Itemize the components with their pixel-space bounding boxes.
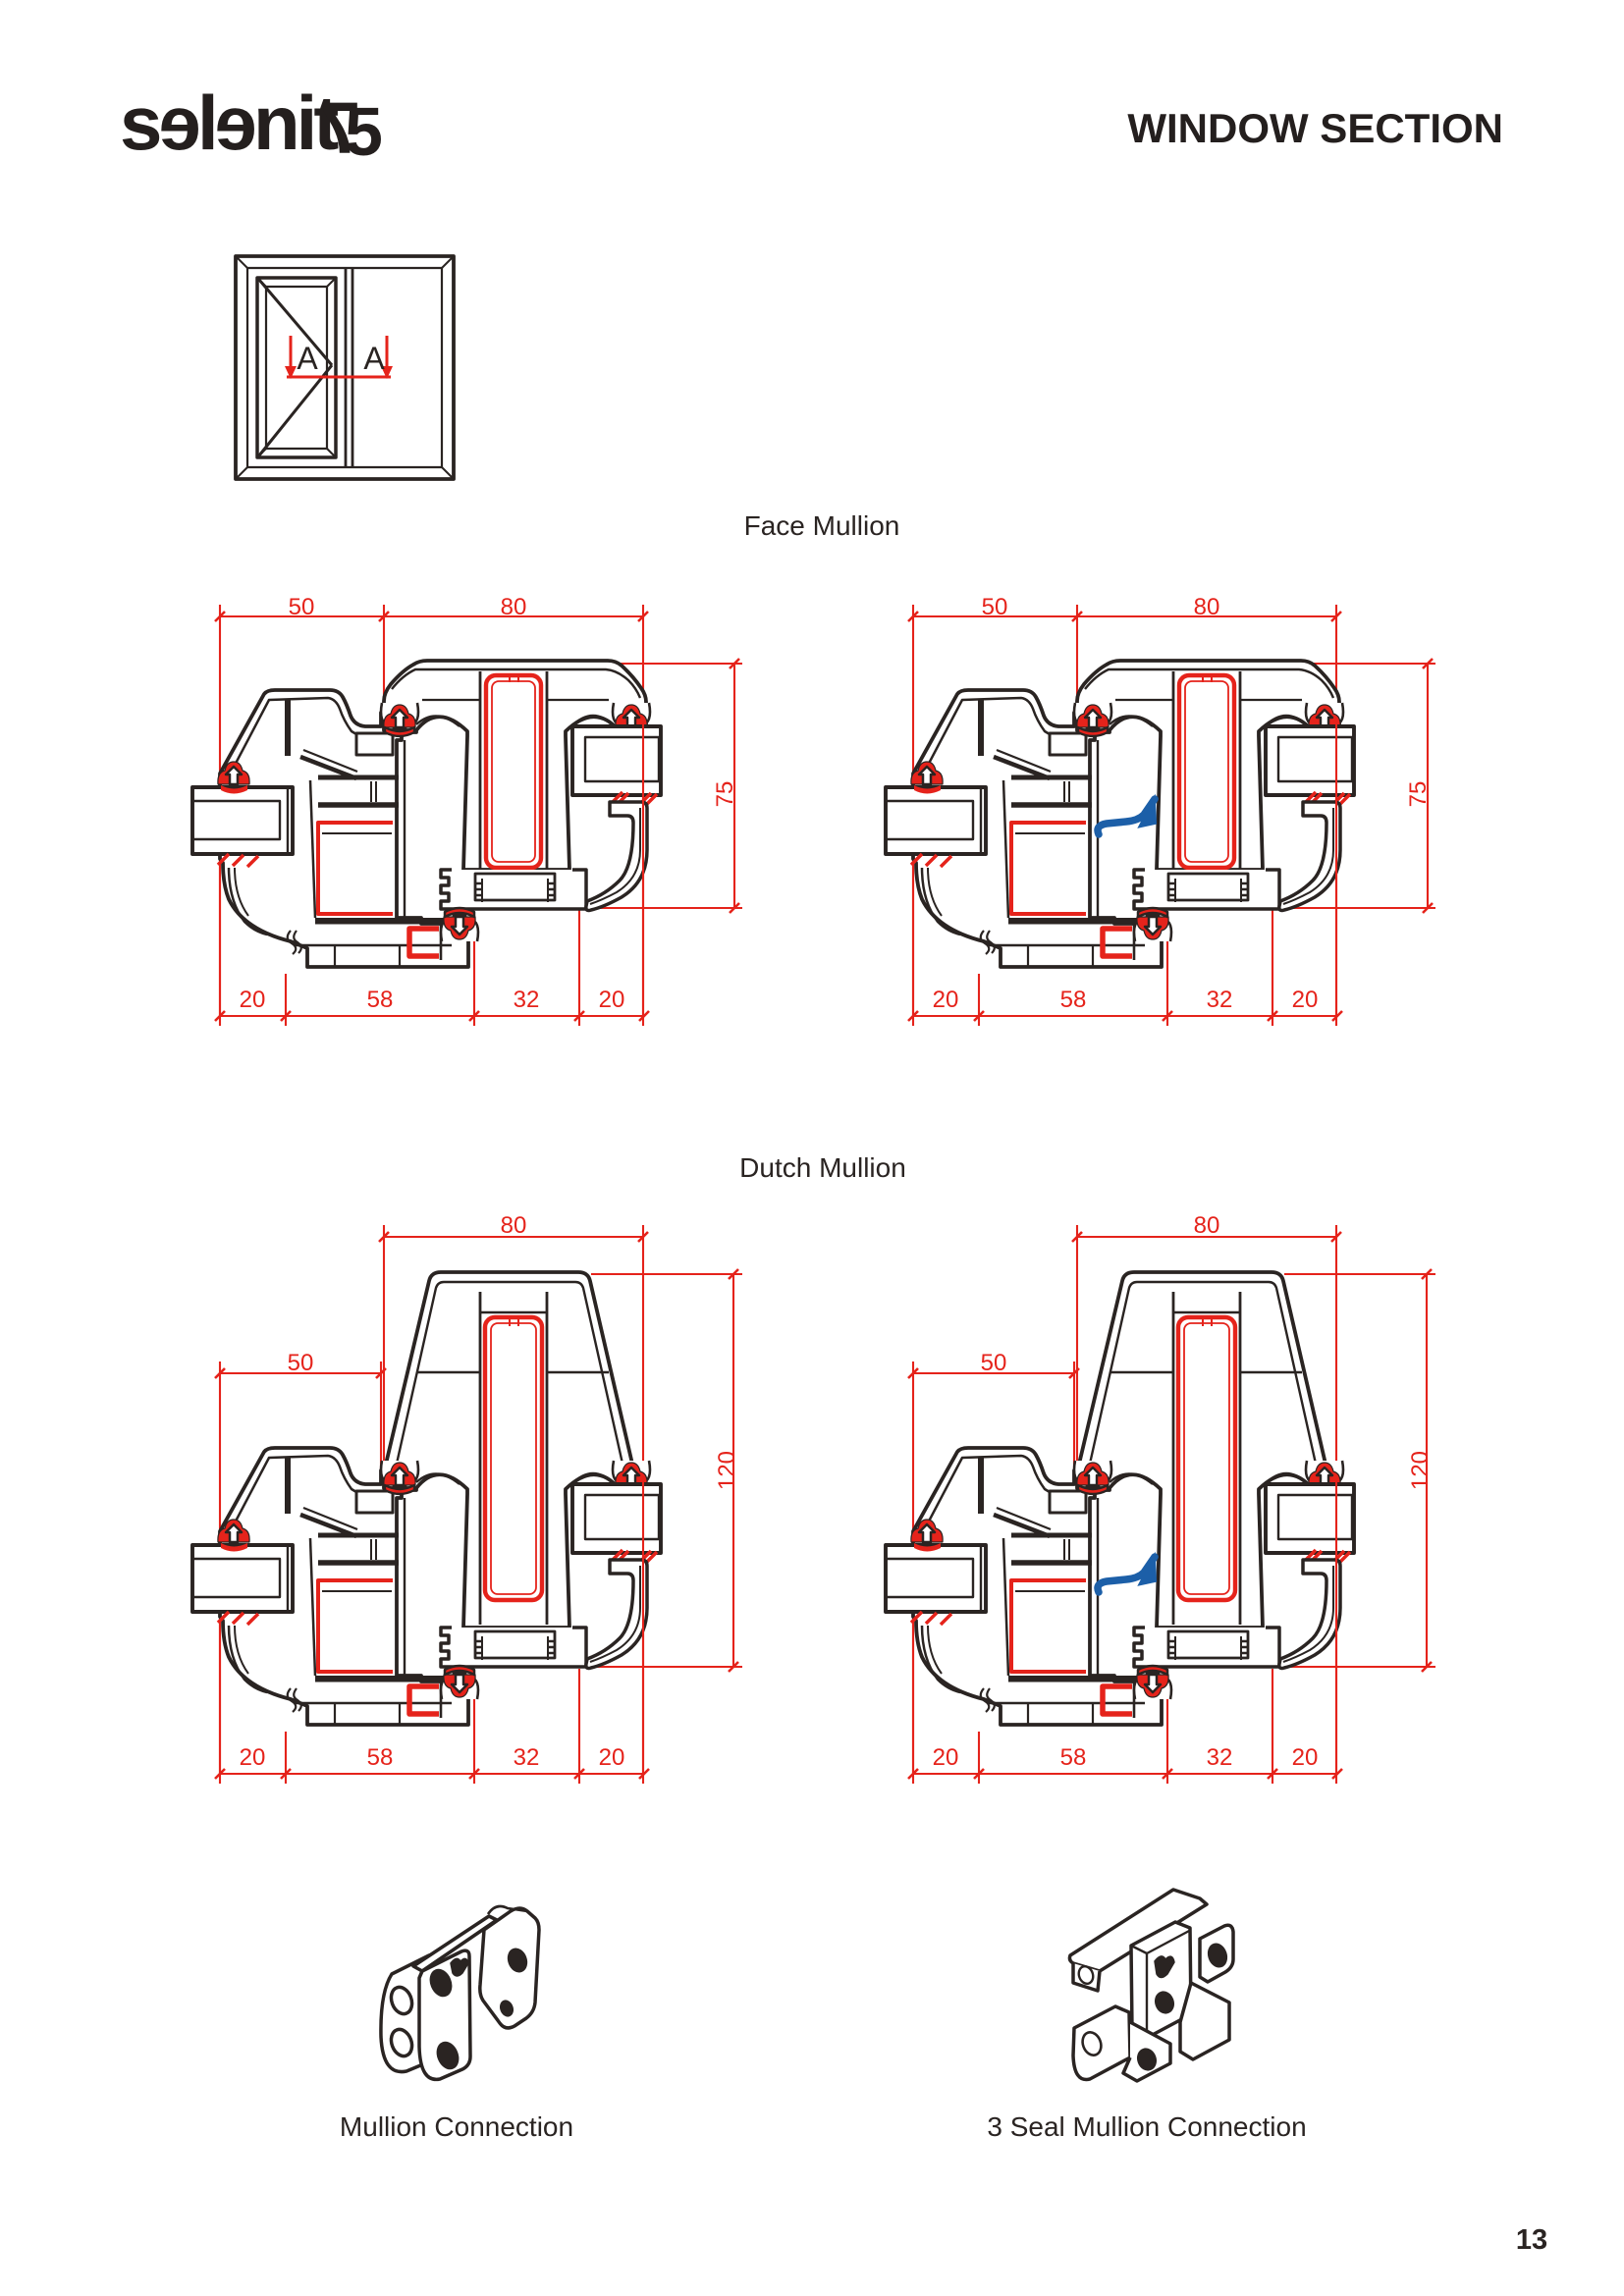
svg-text:7: 7: [320, 87, 360, 169]
svg-text:Dutch Mullion: Dutch Mullion: [739, 1152, 906, 1183]
svg-text:nit: nit: [253, 80, 339, 166]
svg-text:e: e: [159, 80, 201, 166]
svg-text:WINDOW SECTION: WINDOW SECTION: [1127, 105, 1503, 151]
svg-text:Face Mullion: Face Mullion: [744, 510, 900, 541]
svg-text:13: 13: [1516, 2224, 1547, 2256]
svg-text:A: A: [297, 341, 318, 376]
svg-text:A: A: [363, 341, 385, 376]
svg-text:l: l: [197, 80, 219, 166]
svg-text:5: 5: [345, 93, 383, 170]
svg-text:3 Seal Mullion Connection: 3 Seal Mullion Connection: [987, 2111, 1306, 2142]
svg-text:s: s: [120, 80, 162, 166]
svg-text:Mullion Connection: Mullion Connection: [340, 2111, 573, 2142]
svg-text:e: e: [215, 80, 257, 166]
